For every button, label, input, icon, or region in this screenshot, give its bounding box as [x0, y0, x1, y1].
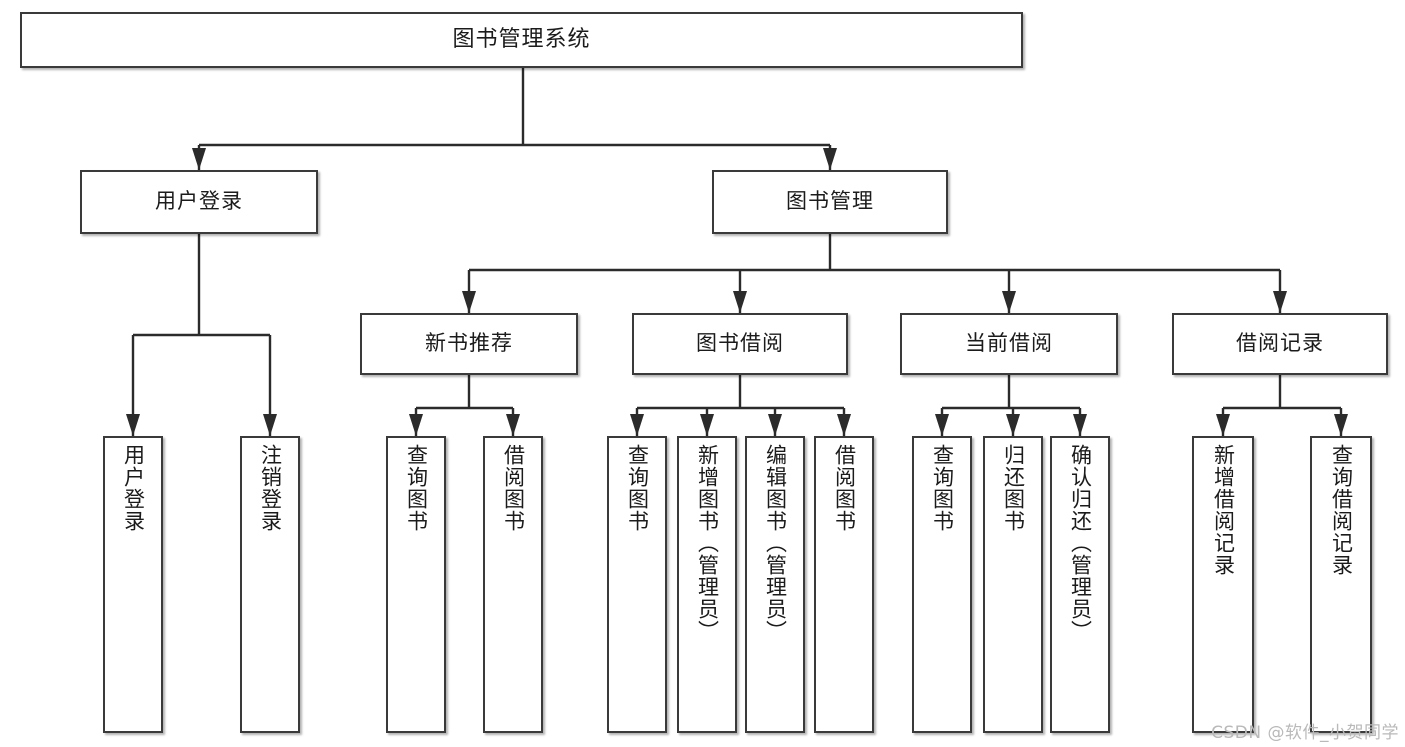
leaf-record-query[interactable]: 查询借阅记录: [1310, 436, 1372, 733]
node-new-book-recommend[interactable]: 新书推荐: [360, 313, 578, 375]
leaf-current-query-book[interactable]: 查询图书: [912, 436, 972, 733]
node-user-login[interactable]: 用户登录: [80, 170, 318, 234]
leaf-record-add-label: 新增借阅记录: [1211, 444, 1236, 576]
node-current-loan[interactable]: 当前借阅: [900, 313, 1118, 375]
node-loan-record-label: 借阅记录: [1236, 331, 1324, 356]
node-user-login-label: 用户登录: [155, 189, 243, 214]
node-new-book-recommend-label: 新书推荐: [425, 331, 513, 356]
leaf-user-login[interactable]: 用户登录: [103, 436, 163, 733]
leaf-borrow-add-book-label: 新增图书（管理员）: [695, 444, 720, 642]
leaf-recommend-query-book-label: 查询图书: [404, 444, 429, 532]
leaf-current-confirm-return-label: 确认归还（管理员）: [1068, 444, 1093, 642]
csdn-watermark: CSDN @软件_小贺同学: [1211, 723, 1399, 743]
node-root[interactable]: 图书管理系统: [20, 12, 1023, 68]
leaf-user-logout[interactable]: 注销登录: [240, 436, 300, 733]
node-current-loan-label: 当前借阅: [965, 331, 1053, 356]
node-book-management[interactable]: 图书管理: [712, 170, 948, 234]
leaf-recommend-query-book[interactable]: 查询图书: [386, 436, 446, 733]
leaf-borrow-edit-book-label: 编辑图书（管理员）: [763, 444, 788, 642]
leaf-borrow-add-book[interactable]: 新增图书（管理员）: [677, 436, 737, 733]
leaf-borrow-query-book-label: 查询图书: [625, 444, 650, 532]
node-book-management-label: 图书管理: [786, 189, 874, 214]
leaf-current-confirm-return[interactable]: 确认归还（管理员）: [1050, 436, 1110, 733]
node-book-borrow[interactable]: 图书借阅: [632, 313, 848, 375]
leaf-user-login-label: 用户登录: [121, 444, 146, 532]
leaf-user-logout-label: 注销登录: [258, 444, 283, 532]
leaf-current-return-book[interactable]: 归还图书: [983, 436, 1043, 733]
leaf-borrow-lend-book-label: 借阅图书: [832, 444, 857, 532]
leaf-current-return-book-label: 归还图书: [1001, 444, 1026, 532]
leaf-record-add[interactable]: 新增借阅记录: [1192, 436, 1254, 733]
leaf-current-query-book-label: 查询图书: [930, 444, 955, 532]
leaf-recommend-borrow-book[interactable]: 借阅图书: [483, 436, 543, 733]
leaf-record-query-label: 查询借阅记录: [1329, 444, 1354, 576]
leaf-recommend-borrow-book-label: 借阅图书: [501, 444, 526, 532]
node-root-label: 图书管理系统: [452, 26, 591, 52]
node-book-borrow-label: 图书借阅: [696, 331, 784, 356]
leaf-borrow-lend-book[interactable]: 借阅图书: [814, 436, 874, 733]
leaf-borrow-query-book[interactable]: 查询图书: [607, 436, 667, 733]
leaf-borrow-edit-book[interactable]: 编辑图书（管理员）: [745, 436, 805, 733]
node-loan-record[interactable]: 借阅记录: [1172, 313, 1388, 375]
